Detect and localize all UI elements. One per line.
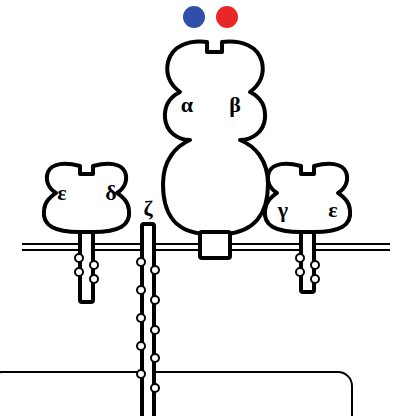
chain-label: α <box>181 94 193 116</box>
chain-label: γ <box>278 199 288 221</box>
gamma-epsilon-dimer <box>265 164 350 232</box>
chain-label: ζ <box>143 198 152 220</box>
chain-label: β <box>229 94 241 116</box>
chain-label: δ <box>105 182 116 204</box>
red-dot <box>216 6 238 28</box>
blue-dot <box>183 6 205 28</box>
chain-label: ε <box>57 182 66 204</box>
tm-stalk <box>200 232 230 258</box>
epsilon-delta-dimer <box>44 164 129 232</box>
cytoplasm-box <box>0 372 352 416</box>
alpha-beta-dimer <box>163 42 268 234</box>
chain-label: ε <box>328 199 337 221</box>
